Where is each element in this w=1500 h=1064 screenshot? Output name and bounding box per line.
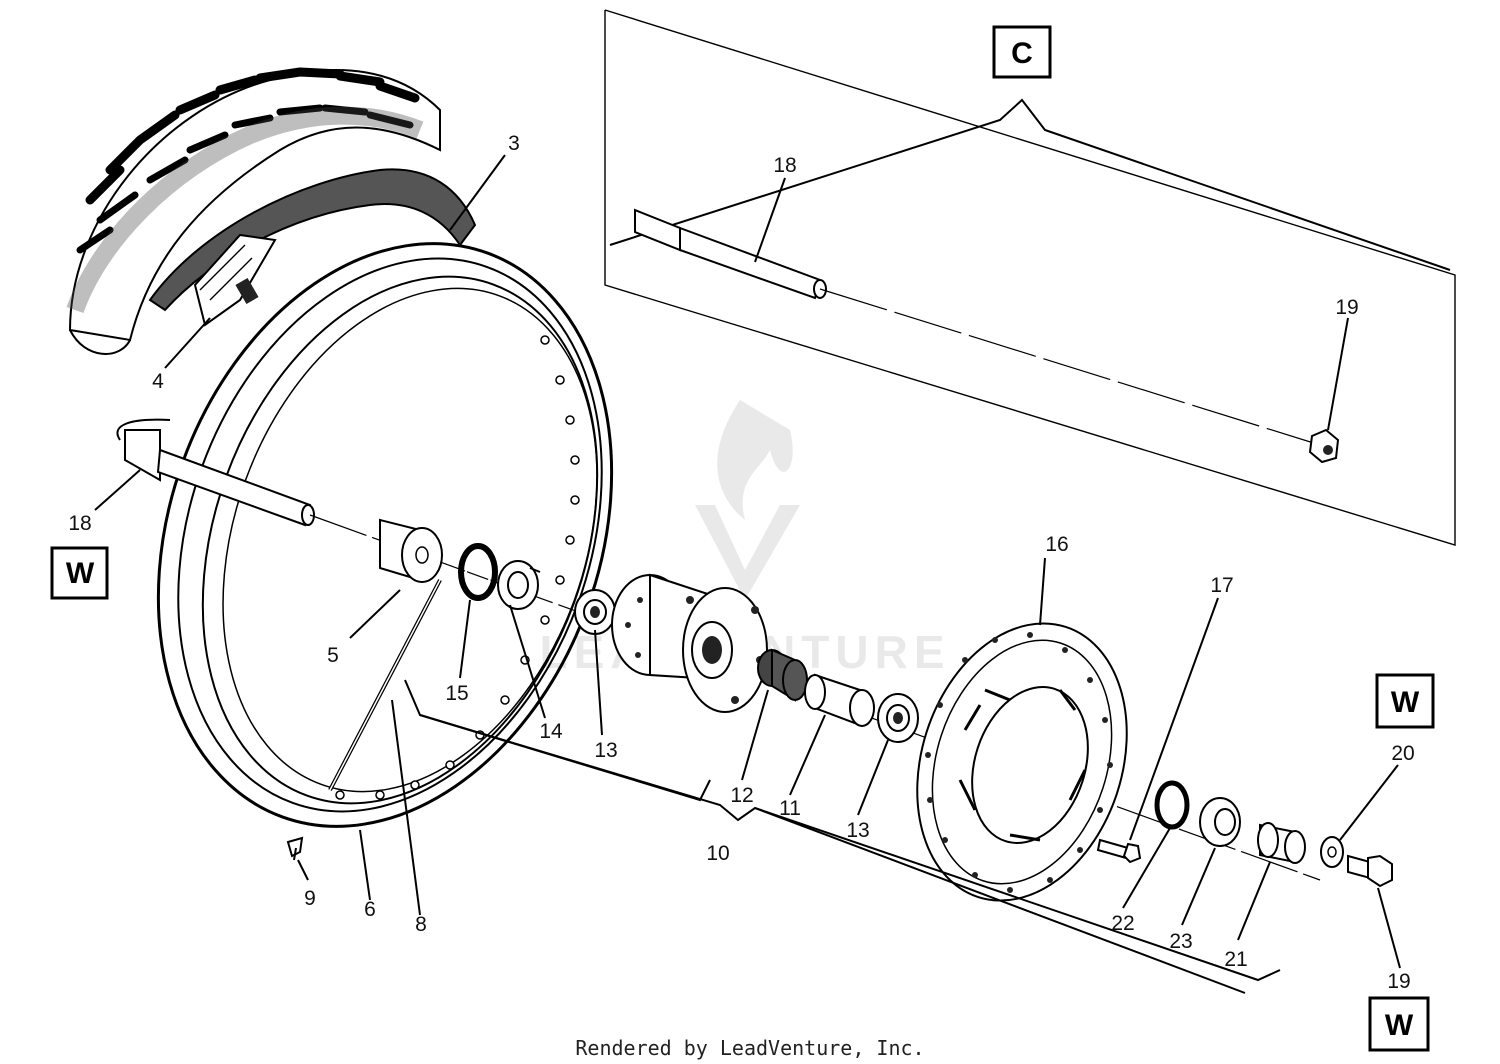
callout-21: 21	[1224, 948, 1247, 971]
callout-4: 4	[152, 370, 164, 393]
washer	[1320, 836, 1344, 868]
callout-18-left: 18	[68, 512, 91, 535]
axle-variant-c	[634, 208, 1321, 446]
rim-valve	[286, 836, 304, 861]
spacer-outer	[1257, 822, 1306, 864]
callout-18-top: 18	[773, 154, 796, 177]
callout-23: 23	[1169, 930, 1192, 953]
bearing-right	[877, 693, 919, 743]
circlip-right	[1154, 780, 1190, 830]
callout-14: 14	[539, 720, 563, 743]
axle-nut	[1347, 854, 1393, 888]
label-box-w-left-text: W	[66, 557, 95, 590]
label-box-c: C	[992, 25, 1052, 79]
spoke	[328, 579, 442, 791]
callout-8: 8	[415, 913, 427, 936]
callout-19-bottom: 19	[1387, 970, 1410, 993]
callout-5: 5	[327, 644, 339, 667]
callout-6: 6	[364, 898, 376, 921]
callout-16: 16	[1045, 533, 1068, 556]
callout-13-right: 13	[846, 819, 869, 842]
rim-lock	[193, 233, 277, 327]
oil-seal	[497, 560, 541, 610]
footer-credit: Rendered by LeadVenture, Inc.	[575, 1036, 924, 1060]
callouts: 3 4 18 5 15 14 13 12 11 13 10 16 17 22 2…	[68, 132, 1414, 993]
label-box-w-right-text: W	[1391, 686, 1420, 719]
spacer-middle	[804, 673, 875, 727]
brake-disc	[916, 622, 1128, 902]
callout-17: 17	[1210, 574, 1233, 597]
label-box-w-right: W	[1375, 673, 1435, 729]
disc-bolt	[1096, 838, 1142, 864]
callout-20: 20	[1391, 742, 1414, 765]
leader-lines	[94, 154, 1401, 994]
callout-11: 11	[779, 797, 801, 820]
label-box-w-bottom: W	[1368, 996, 1430, 1052]
tire	[66, 67, 441, 355]
hub	[611, 573, 768, 713]
circlip	[458, 543, 498, 601]
bearing-outer	[1199, 797, 1241, 847]
bearing-left	[574, 589, 616, 635]
callout-13-left: 13	[594, 739, 617, 762]
callout-10: 10	[706, 842, 729, 865]
callout-22: 22	[1111, 912, 1134, 935]
label-box-w-bottom-text: W	[1385, 1009, 1414, 1042]
rim-band	[148, 168, 477, 312]
callout-9: 9	[304, 887, 316, 910]
distance-collar	[757, 648, 808, 702]
variant-c-panel	[604, 9, 1456, 546]
label-box-c-text: C	[1011, 37, 1033, 70]
callout-3: 3	[508, 132, 520, 155]
callout-12: 12	[730, 784, 753, 807]
callout-15: 15	[445, 682, 468, 705]
spacer-left	[379, 518, 443, 583]
callout-19-top: 19	[1335, 296, 1358, 319]
nut-variant-c	[1308, 428, 1340, 464]
label-box-w-left: W	[50, 546, 109, 600]
